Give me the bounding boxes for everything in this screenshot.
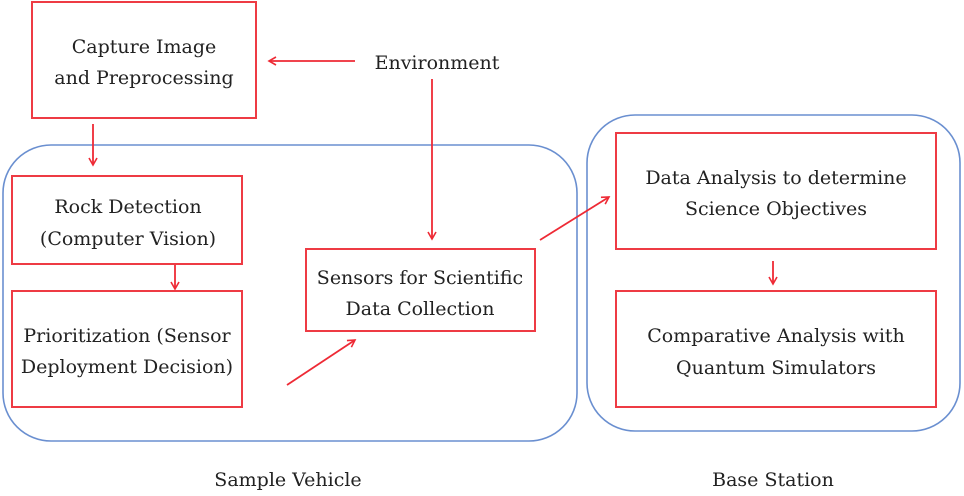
group-base-station-label: Base Station (712, 469, 834, 491)
node-sensors-line2: Data Collection (346, 298, 495, 320)
node-prioritization-line2: Deployment Decision) (21, 356, 233, 378)
node-environment-label: Environment (375, 52, 500, 74)
arrow-prioritization-to-sensors (286, 339, 357, 386)
node-sensors-line1: Sensors for Scientific (317, 267, 523, 289)
node-comparative-box (615, 290, 937, 408)
node-comparative-line1: Comparative Analysis with (647, 325, 905, 347)
group-sample-vehicle-label: Sample Vehicle (214, 469, 361, 491)
node-capture-box (31, 1, 257, 119)
node-comparative-line2: Quantum Simulators (676, 357, 876, 379)
group-sample-vehicle (2, 144, 578, 442)
node-analysis-box (615, 132, 937, 250)
node-capture-line1: Capture Image (72, 36, 217, 58)
node-rock-line2: (Computer Vision) (40, 228, 216, 250)
node-prioritization-box (11, 290, 243, 408)
node-analysis-line1: Data Analysis to determine (645, 167, 906, 189)
node-sensors-box (305, 248, 536, 332)
node-rock-box (11, 175, 243, 265)
node-rock-line1: Rock Detection (54, 196, 201, 218)
node-prioritization-line1: Prioritization (Sensor (23, 325, 231, 347)
node-capture-line2: and Preprocessing (54, 67, 233, 89)
group-base-station (586, 114, 961, 432)
node-analysis-line2: Science Objectives (685, 198, 867, 220)
arrow-sensors-to-analysis (539, 196, 611, 241)
